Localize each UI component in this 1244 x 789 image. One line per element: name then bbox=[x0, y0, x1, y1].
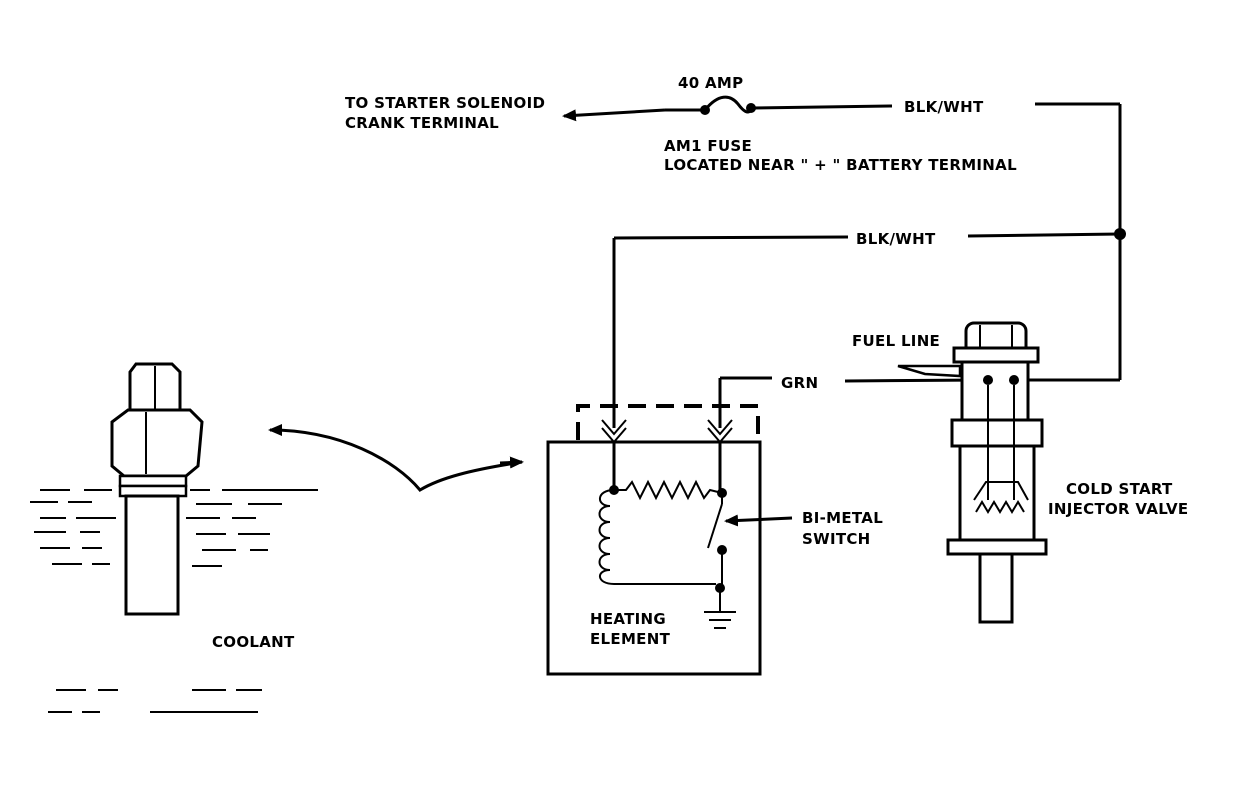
bimetal-pointer-arrow bbox=[724, 514, 793, 527]
bimetal-label-line1: BI-METAL bbox=[802, 509, 883, 527]
thermo-time-switch bbox=[546, 404, 793, 676]
coolant-surface-lines bbox=[30, 489, 318, 713]
starter-arrow bbox=[562, 108, 666, 122]
coolant-label: COOLANT bbox=[212, 633, 295, 651]
sensor-link-arrow-left bbox=[268, 424, 523, 492]
wire-label-blkwht-top: BLK/WHT bbox=[904, 98, 984, 116]
starter-label-line1: TO STARTER SOLENOID bbox=[345, 94, 545, 112]
fuse-label-line1: AM1 FUSE bbox=[664, 137, 752, 155]
starter-label-line2: CRANK TERMINAL bbox=[345, 114, 499, 132]
wire-blkwht-mid-left bbox=[613, 235, 849, 240]
injector-nozzle bbox=[978, 552, 1014, 624]
injector-upper-body bbox=[960, 360, 1030, 424]
fuel-line-pipe bbox=[897, 364, 962, 378]
ground-symbol bbox=[704, 611, 736, 629]
bimetal-label-line2: SWITCH bbox=[802, 530, 871, 548]
sensor-hex-body bbox=[110, 408, 204, 478]
sensor-probe bbox=[124, 494, 180, 616]
wire-blkwht-mid-right bbox=[967, 232, 1121, 238]
sensor-thread-1 bbox=[118, 474, 188, 488]
cold-start-injector bbox=[897, 321, 1048, 624]
grn-wire-label: GRN bbox=[781, 374, 818, 392]
wire-blkwht-top-left bbox=[750, 104, 893, 110]
injector-label-line1: COLD START bbox=[1066, 480, 1173, 498]
injector-spray-coil bbox=[973, 481, 1029, 514]
injector-label-line2: INJECTOR VALVE bbox=[1048, 500, 1188, 518]
sensor-link-arrow-right bbox=[499, 456, 524, 469]
switch-housing bbox=[546, 440, 762, 676]
fuel-line-label: FUEL LINE bbox=[852, 332, 940, 350]
injector-base-flange bbox=[946, 538, 1048, 556]
heating-label-line1: HEATING bbox=[590, 610, 666, 628]
injector-terminal-1 bbox=[983, 375, 993, 385]
resistor-symbol bbox=[614, 479, 723, 501]
connector-outline bbox=[576, 404, 760, 440]
heating-label-line2: ELEMENT bbox=[590, 630, 671, 648]
injector-flange bbox=[952, 346, 1040, 364]
heating-coil bbox=[598, 489, 716, 585]
fuse-label-line2: LOCATED NEAR " + " BATTERY TERMINAL bbox=[664, 156, 1017, 174]
fuse-circuit bbox=[562, 95, 1126, 428]
fuse-symbol bbox=[703, 95, 753, 114]
bimetal-blade bbox=[707, 503, 723, 549]
wire-label-blkwht-mid: BLK/WHT bbox=[856, 230, 936, 248]
injector-lower-body bbox=[958, 444, 1036, 544]
amp-label: 40 AMP bbox=[678, 74, 743, 92]
injector-terminal-2 bbox=[1009, 375, 1019, 385]
coolant-sensor bbox=[30, 362, 318, 713]
injector-mid-ring bbox=[950, 418, 1044, 448]
